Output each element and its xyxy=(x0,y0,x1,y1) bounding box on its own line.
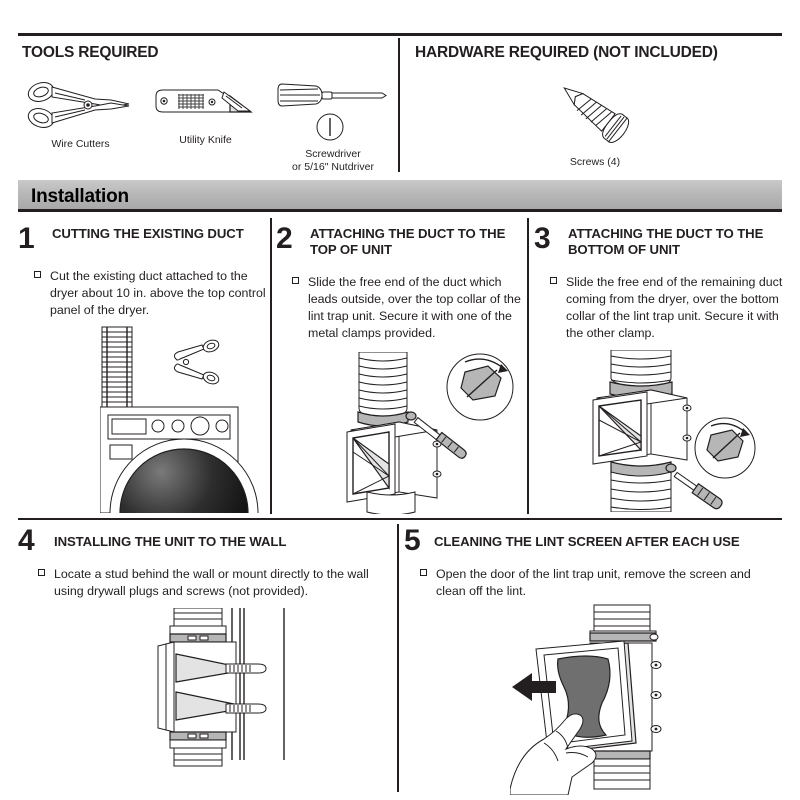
lint-trap-bottom-collar-with-screwdriver-icon xyxy=(592,350,756,512)
step-body: Open the door of the lint trap unit, rem… xyxy=(420,566,780,600)
step-number: 2 xyxy=(276,222,293,255)
installation-section-bar: Installation xyxy=(18,180,782,212)
checkbox-bullet-icon xyxy=(550,277,557,284)
hardware-label: Screws (4) xyxy=(569,156,621,168)
illustration-step-3 xyxy=(575,350,765,512)
illustration-step-2 xyxy=(345,352,525,514)
tool-screwdriver: Screwdriver or 5/16" Nutdriver xyxy=(268,72,398,174)
tool-label: Utility Knife xyxy=(179,134,232,146)
step-heading: ATTACHING THE DUCT TO THE TOP OF UNIT xyxy=(310,226,506,257)
checkbox-bullet-icon xyxy=(34,271,41,278)
checkbox-bullet-icon xyxy=(420,569,427,576)
lint-trap-top-collar-with-screwdriver-icon xyxy=(346,352,514,514)
tools-required-title: TOOLS REQUIRED xyxy=(22,44,159,61)
step-number: 5 xyxy=(404,524,421,557)
screw-icon xyxy=(563,87,630,143)
step-body: Slide the free end of the duct which lea… xyxy=(292,274,526,341)
tools-hardware-vertical-divider xyxy=(398,38,400,172)
step-body-text: Slide the free end of the remaining duct… xyxy=(566,275,783,340)
step-body-text: Slide the free end of the duct which lea… xyxy=(308,275,521,340)
step-number: 1 xyxy=(18,222,35,255)
step-heading: INSTALLING THE UNIT TO THE WALL xyxy=(54,534,287,549)
installation-label: Installation xyxy=(31,186,129,207)
step4-step5-vertical-divider xyxy=(397,524,399,792)
step-body-text: Open the door of the lint trap unit, rem… xyxy=(436,567,751,598)
step-body-text: Cut the existing duct attached to the dr… xyxy=(50,269,266,317)
wire-cutters-icon xyxy=(27,82,129,128)
illustration-step-4 xyxy=(140,608,380,788)
tool-label: Screwdriver or 5/16" Nutdriver xyxy=(292,148,374,173)
top-horizontal-rule xyxy=(18,33,782,36)
tool-utility-knife: Utility Knife xyxy=(148,78,263,147)
step-number: 4 xyxy=(18,524,35,557)
illustration-step-1 xyxy=(100,325,270,513)
tool-label: Wire Cutters xyxy=(51,138,110,150)
checkbox-bullet-icon xyxy=(38,569,45,576)
step-body: Locate a stud behind the wall or mount d… xyxy=(38,566,394,600)
unit-mounted-to-wall-side-view-icon xyxy=(157,608,285,767)
hardware-screws: Screws (4) xyxy=(530,72,660,169)
hand-removing-lint-screen-icon xyxy=(510,604,662,795)
screwdriver-icon xyxy=(277,83,387,141)
dryer-with-duct-and-scissors-icon xyxy=(100,326,259,513)
steps-row-horizontal-rule xyxy=(18,518,782,520)
step-heading: CLEANING THE LINT SCREEN AFTER EACH USE xyxy=(434,534,740,549)
step1-step2-vertical-divider xyxy=(270,218,272,514)
step-heading: ATTACHING THE DUCT TO THE BOTTOM OF UNIT xyxy=(568,226,764,257)
hardware-required-title: HARDWARE REQUIRED (NOT INCLUDED) xyxy=(415,44,718,61)
illustration-step-5 xyxy=(510,603,725,795)
utility-knife-icon xyxy=(155,89,253,113)
checkbox-bullet-icon xyxy=(292,277,299,284)
step-body: Slide the free end of the remaining duct… xyxy=(550,274,784,341)
step-body-text: Locate a stud behind the wall or mount d… xyxy=(54,567,369,598)
step-body: Cut the existing duct attached to the dr… xyxy=(34,268,268,319)
step-number: 3 xyxy=(534,222,551,255)
step2-step3-vertical-divider xyxy=(527,218,529,514)
tool-wire-cutters: Wire Cutters xyxy=(18,78,143,151)
step-heading: CUTTING THE EXISTING DUCT xyxy=(52,226,244,241)
